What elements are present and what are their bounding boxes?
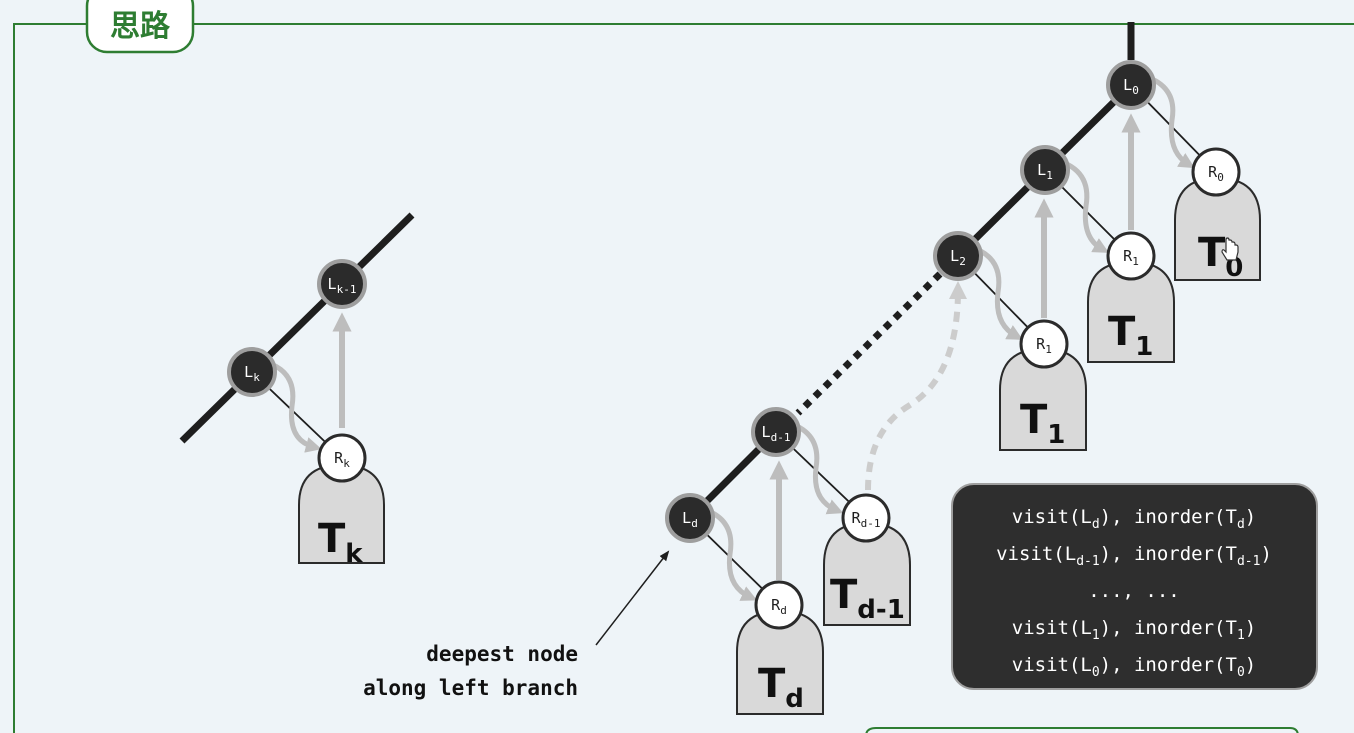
code-line: visit(L1), inorder(T1) xyxy=(1012,617,1256,643)
svg-text:Ld-1: Ld-1 xyxy=(762,423,791,444)
left-branch-diagram: Tk Lk-1 Lk Rk xyxy=(179,212,415,569)
node-r0: R0 xyxy=(1191,147,1241,197)
svg-text:Rd: Rd xyxy=(771,596,787,617)
svg-text:Lk-1: Lk-1 xyxy=(328,275,357,296)
arrow-rd1-to-l2-dotted xyxy=(865,281,967,491)
node-ld: Ld xyxy=(665,493,715,543)
svg-text:Lk: Lk xyxy=(244,363,260,384)
callout-line-1: deepest node xyxy=(426,642,578,666)
arrow-l1-to-r1 xyxy=(1055,157,1110,253)
tree-t1-lower-label: T1 xyxy=(1020,397,1065,450)
arrow-l2-to-r1 xyxy=(967,243,1024,340)
code-lines: visit(Ld), inorder(Td) visit(Ld-1), inord… xyxy=(996,506,1272,680)
left-branch-line xyxy=(179,212,415,444)
code-panel: visit(Ld), inorder(Td) visit(Ld-1), inord… xyxy=(951,483,1318,690)
node-l1: L1 xyxy=(1020,145,1070,195)
frame-border xyxy=(13,23,1354,733)
svg-text:L0: L0 xyxy=(1123,76,1139,97)
svg-text:R1: R1 xyxy=(1036,335,1052,356)
section-tag-label: 思路 xyxy=(110,9,171,44)
svg-text:L2: L2 xyxy=(950,247,966,268)
node-rd: Rd xyxy=(754,580,804,630)
node-rk: Rk xyxy=(317,433,367,483)
branch-l2-ld1-dotted xyxy=(795,271,943,416)
tree-td-label: Td xyxy=(758,661,804,714)
svg-text:R0: R0 xyxy=(1208,163,1224,184)
svg-text:Ld: Ld xyxy=(682,509,698,530)
svg-text:Rk: Rk xyxy=(334,449,350,470)
callout-pointer xyxy=(595,550,670,646)
section-tag-box xyxy=(85,0,195,54)
right-branch-diagram: T0 T1 T1 Td-1 Td L0 xyxy=(665,22,1261,715)
arrow-l0-to-r0 xyxy=(1140,72,1195,169)
node-ld1: Ld-1 xyxy=(751,407,801,457)
code-panel-box xyxy=(951,483,1318,690)
node-r1-lower: R1 xyxy=(1019,319,1069,369)
callout-line-2: along left branch xyxy=(363,676,578,700)
node-l0: L0 xyxy=(1106,60,1156,110)
node-rd1: Rd-1 xyxy=(841,493,891,543)
arrow-lk-to-rk xyxy=(261,358,322,453)
tree-td1-label: Td-1 xyxy=(830,572,905,625)
svg-text:R1: R1 xyxy=(1123,247,1139,268)
hand-cursor-icon xyxy=(1221,237,1239,261)
bottom-panel-edge xyxy=(865,727,1299,733)
node-r1-upper: R1 xyxy=(1106,231,1156,281)
section-frame: 思路 xyxy=(13,0,1354,733)
tree-t1-upper-label: T1 xyxy=(1108,309,1153,362)
node-l2: L2 xyxy=(933,231,983,281)
svg-text:Rd-1: Rd-1 xyxy=(852,509,881,530)
node-lk: Lk xyxy=(227,347,277,397)
tree-tk-label: Tk xyxy=(318,516,363,569)
code-line: ..., ... xyxy=(1088,580,1180,602)
node-lk1: Lk-1 xyxy=(317,259,367,309)
code-line: visit(Ld), inorder(Td) xyxy=(1012,506,1256,532)
code-line: visit(Ld-1), inorder(Td-1) xyxy=(996,543,1272,569)
arrow-ld1-to-rd1 xyxy=(785,419,844,515)
svg-text:L1: L1 xyxy=(1037,161,1053,182)
deepest-node-callout: deepest node along left branch xyxy=(363,550,670,700)
code-line: visit(L0), inorder(T0) xyxy=(1012,654,1256,680)
arrow-ld-to-rd xyxy=(699,505,758,601)
